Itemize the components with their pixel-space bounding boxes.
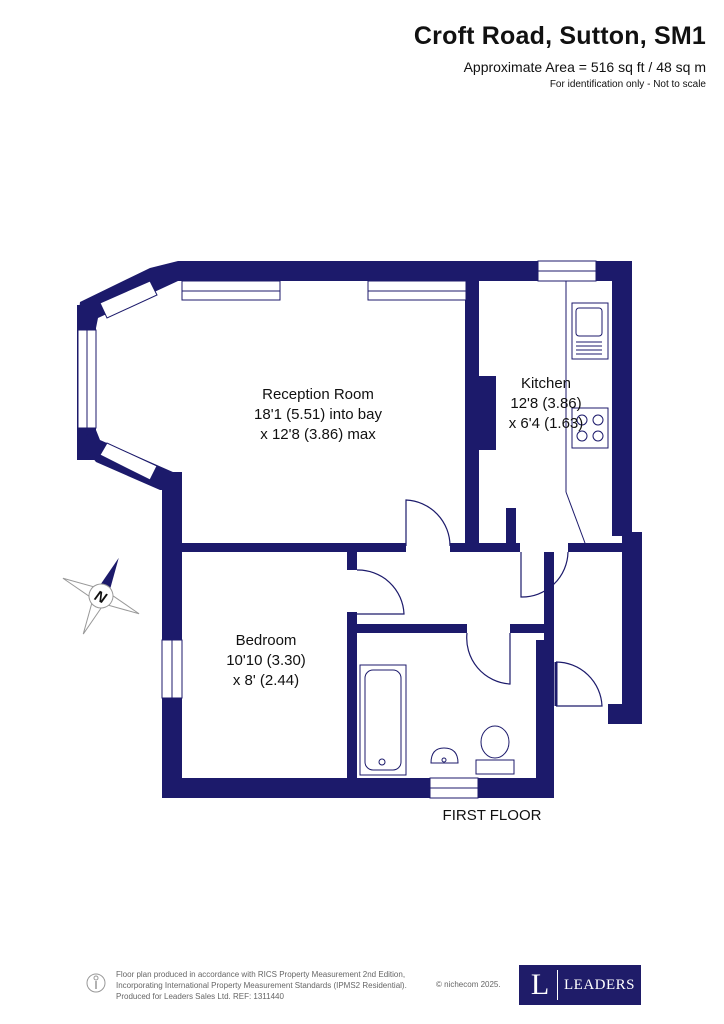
floor-label: FIRST FLOOR — [443, 807, 542, 824]
footer-line-1: Floor plan produced in accordance with R… — [116, 970, 406, 979]
wall-right-lower — [622, 532, 642, 724]
wall-bedroom-right — [347, 612, 357, 798]
leaders-logo: L LEADERS — [519, 965, 641, 1005]
wall-right-foot — [608, 704, 642, 724]
door-kitchen — [520, 551, 569, 598]
wall-kitchen-stub — [506, 508, 516, 552]
footer-line-2: Incorporating International Property Mea… — [116, 981, 407, 990]
doors — [356, 499, 603, 707]
wall-bath-top-right — [510, 624, 554, 633]
window-lines — [86, 270, 596, 789]
kitchen-fittings — [565, 281, 609, 544]
hob-icon — [571, 407, 609, 449]
logo-text: LEADERS — [564, 976, 635, 993]
room-labels: Reception Room 18'1 (5.51) into bay x 12… — [226, 375, 583, 824]
reception-dim-2: x 12'8 (3.86) max — [260, 426, 376, 443]
wall-hall-right-stub — [544, 700, 554, 720]
rics-icon — [86, 973, 106, 993]
kitchen-dim-1: 12'8 (3.86) — [510, 395, 581, 412]
approximate-area: Approximate Area = 516 sq ft / 48 sq m — [463, 59, 706, 75]
window-bay-upper — [99, 280, 158, 319]
wall-bedroom-right-top — [347, 552, 357, 570]
logo-divider — [557, 970, 558, 1000]
door-reception — [405, 499, 451, 547]
bedroom-dim-2: x 8' (2.44) — [233, 672, 299, 689]
window-bay-lower — [99, 442, 158, 481]
bathroom-fittings — [359, 664, 515, 776]
wall-kitchen-jamb — [471, 376, 496, 450]
door-bathroom — [466, 632, 511, 685]
washbasin-icon — [430, 747, 459, 764]
kitchen-name: Kitchen — [521, 375, 571, 392]
wall-top — [178, 261, 632, 281]
logo-mark: L — [530, 968, 550, 1001]
walls — [77, 261, 642, 798]
header: Croft Road, Sutton, SM1 Approximate Area… — [414, 22, 706, 90]
footer-disclaimer: Floor plan produced in accordance with R… — [116, 969, 407, 1002]
identification-note: For identification only - Not to scale — [549, 79, 706, 90]
door-bedroom — [356, 569, 405, 615]
toilet-icon — [480, 725, 510, 759]
windows — [77, 260, 597, 799]
bathtub-icon — [359, 664, 407, 776]
bedroom-name: Bedroom — [236, 632, 297, 649]
wall-right-upper — [612, 261, 632, 536]
wall-hall-top-right — [568, 543, 624, 552]
copyright: © nichecom 2025. — [436, 980, 501, 989]
wall-hall-right — [544, 552, 554, 642]
wall-bath-top — [357, 624, 467, 633]
kitchen-dim-2: x 6'4 (1.63) — [509, 415, 584, 432]
compass-icon — [62, 557, 140, 635]
wall-hall-top — [450, 543, 520, 552]
reception-name: Reception Room — [262, 386, 374, 403]
footer-line-3: Produced for Leaders Sales Ltd. REF: 131… — [116, 992, 284, 1001]
reception-dim-1: 18'1 (5.51) into bay — [254, 406, 382, 423]
door-entrance — [555, 661, 603, 707]
sink-icon — [571, 302, 609, 360]
wall-bottom-left — [162, 778, 430, 798]
bedroom-dim-1: 10'10 (3.30) — [226, 652, 306, 669]
property-title: Croft Road, Sutton, SM1 — [413, 22, 706, 50]
toilet-cistern — [475, 759, 515, 775]
wall-bedroom-top — [182, 543, 406, 552]
wall-left — [162, 472, 182, 797]
wall-bottom-right — [478, 778, 554, 798]
